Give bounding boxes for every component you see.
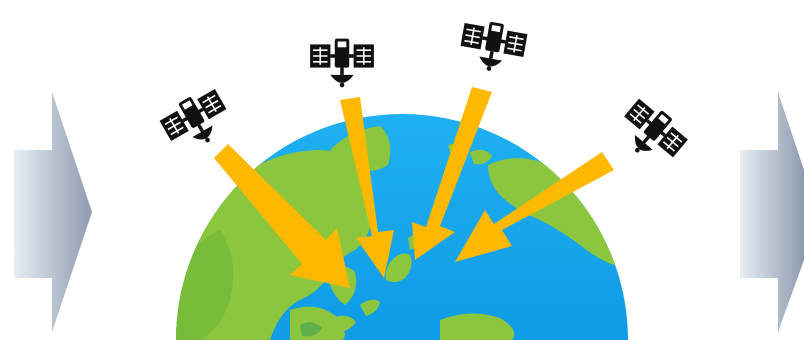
satellite-icon [456, 16, 530, 78]
down-arrow-icon [412, 87, 492, 260]
signal-arrows [214, 87, 614, 288]
down-arrow-icon [455, 152, 614, 262]
globe-icon [176, 114, 628, 340]
satellite-icon [155, 83, 238, 159]
down-arrow-icon [214, 144, 350, 288]
satellite-icon [309, 37, 375, 89]
down-arrow-icon [340, 97, 394, 278]
right-arrow-icon [740, 92, 804, 332]
left-arrow-icon [14, 92, 92, 332]
satellite-icon [610, 93, 693, 174]
